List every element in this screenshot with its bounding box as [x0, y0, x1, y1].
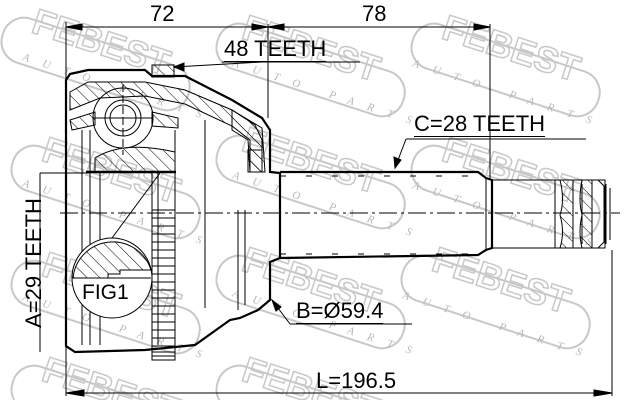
figure-label: FIG1: [82, 281, 129, 304]
dimension-overall-length: L=196.5: [316, 368, 397, 393]
dimension-78: 78: [362, 1, 387, 26]
callout-diameter: B=Ø59.4: [296, 298, 384, 324]
callout-48-teeth: 48 TEETH: [224, 36, 327, 62]
callout-shaft-spline: C=28 TEETH: [414, 111, 546, 137]
callout-inner-spline: A=29 TEETH: [21, 198, 46, 328]
dimension-72: 72: [150, 1, 175, 26]
